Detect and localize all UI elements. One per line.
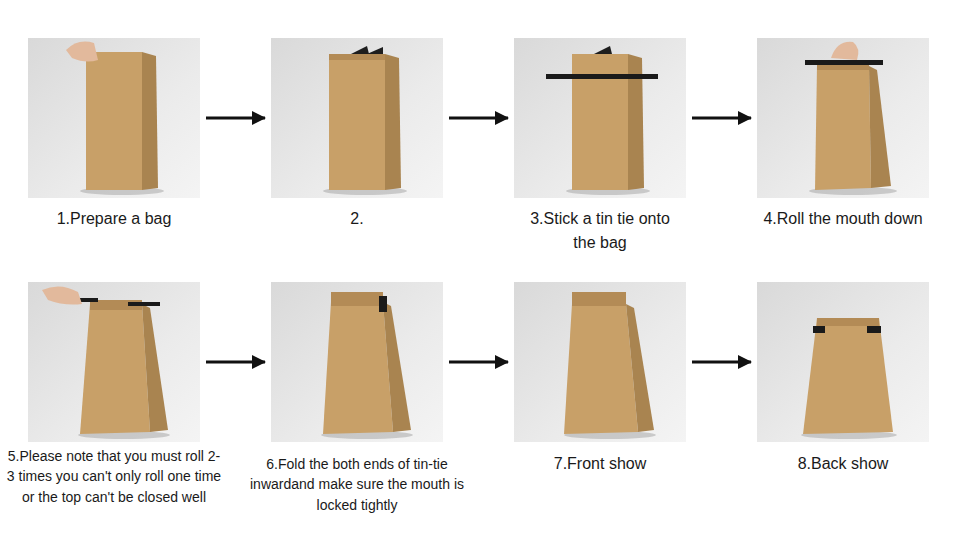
photo-ground (757, 282, 929, 442)
step-caption: 2. (257, 207, 457, 231)
step-photo-box: 6.Fold the both ends of tin-tie inwardan… (271, 282, 443, 442)
step-caption: 7.Front show (500, 452, 700, 476)
step-photo-box: 7.Front show (514, 282, 686, 442)
photo-ground (271, 38, 443, 198)
photo-ground (28, 38, 200, 198)
step-photo-box: 2. (271, 38, 443, 198)
bag-roll (817, 318, 879, 326)
bag-photo (514, 38, 686, 198)
step-caption: 5.Please note that you must roll 2-3 tim… (7, 446, 222, 507)
hand (42, 286, 82, 304)
step-photo-box: 8.Back show (757, 282, 929, 442)
photo-ground (757, 38, 929, 198)
bag-photo (514, 282, 686, 442)
step-arrow (449, 117, 508, 120)
step-caption: 6.Fold the both ends of tin-tie inwardan… (250, 454, 465, 515)
step-photo-box: 3.Stick a tin tie onto the bag (514, 38, 686, 198)
tin-tie-end (351, 46, 369, 54)
hand (831, 42, 858, 60)
bag-photo (757, 282, 929, 442)
step-caption: 4.Roll the mouth down (743, 207, 943, 231)
bag-gusset (869, 66, 891, 188)
bag-roll (331, 292, 383, 306)
hand (66, 42, 98, 62)
bag-photo (28, 38, 200, 198)
tin-tie (805, 60, 883, 65)
step-caption: 8.Back show (743, 452, 943, 476)
photo-ground (271, 282, 443, 442)
bag-gusset (383, 302, 411, 432)
bag-fold (329, 54, 385, 60)
step-photo-box: 5.Please note that you must roll 2-3 tim… (28, 282, 200, 442)
bag-front (80, 304, 150, 434)
bag-photo (271, 282, 443, 442)
step-photo-box: 1.Prepare a bag (28, 38, 200, 198)
step-caption: 1.Prepare a bag (14, 207, 214, 231)
tin-tie (546, 74, 658, 79)
tin-tie-end (594, 46, 612, 54)
bag-gusset (142, 52, 158, 190)
bag-roll (572, 292, 626, 306)
tin-tie (128, 302, 160, 306)
bag-photo (271, 38, 443, 198)
bag-front (815, 66, 871, 190)
step-arrow (692, 361, 751, 364)
bag-front (329, 54, 385, 190)
step-photo-box: 4.Roll the mouth down (757, 38, 929, 198)
bag-front (323, 302, 393, 434)
photo-ground (28, 282, 200, 442)
bag-gusset (385, 54, 401, 190)
tin-tie-end (867, 326, 881, 333)
step-arrow (206, 361, 265, 364)
step-arrow (206, 117, 265, 120)
step-arrow (449, 361, 508, 364)
bag-front (564, 304, 638, 434)
bag-gusset (626, 304, 654, 432)
bag-photo (757, 38, 929, 198)
bag-gusset (142, 304, 168, 432)
bag-back (803, 318, 893, 434)
photo-ground (514, 38, 686, 198)
tin-tie-end (367, 47, 383, 54)
bag-front (86, 52, 142, 190)
step-arrow (692, 117, 751, 120)
photo-ground (514, 282, 686, 442)
tin-tie-end (813, 326, 825, 333)
step-caption: 3.Stick a tin tie onto the bag (525, 207, 675, 255)
bag-photo (28, 282, 200, 442)
tin-tie-end (379, 296, 387, 312)
